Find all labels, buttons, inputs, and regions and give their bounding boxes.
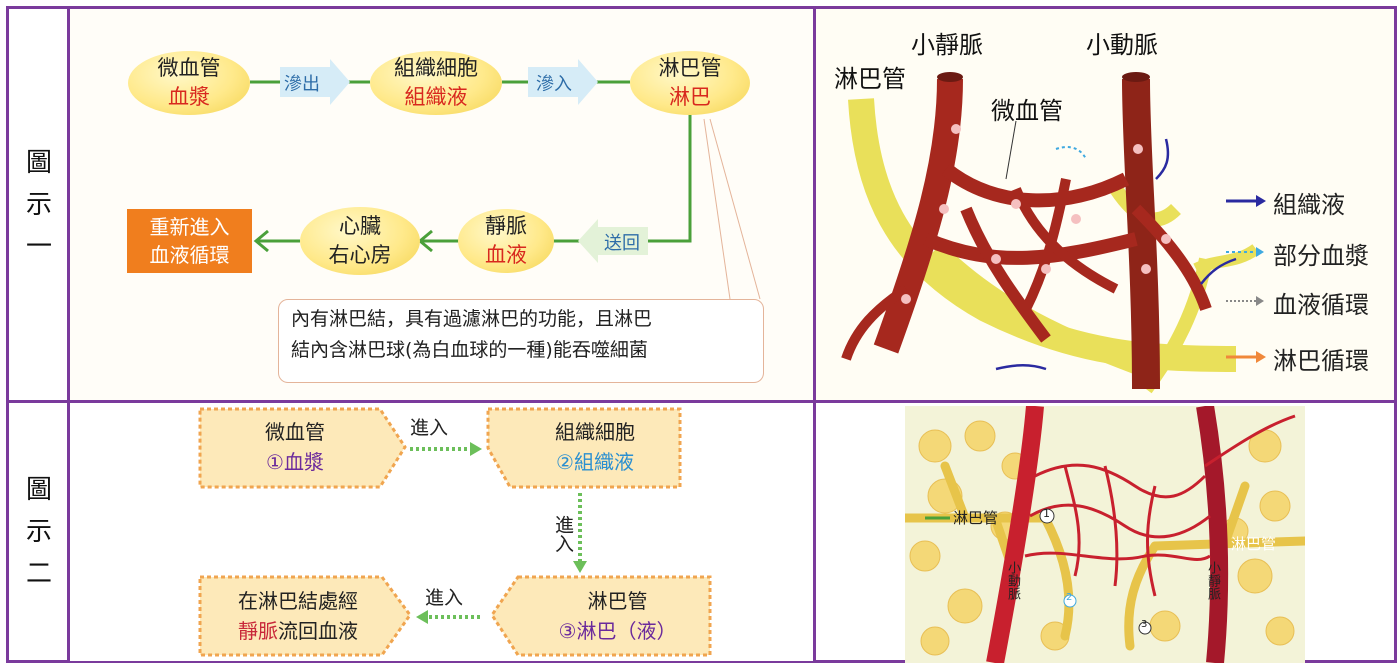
legend-tissue-fluid: 組織液 [1273, 191, 1345, 219]
fig2-flow-shapes [198, 407, 712, 657]
fig2-illustration-panel: 淋巴管 淋巴管 小動脈 小靜脈 1 2 3 [905, 406, 1305, 663]
lymph-node-return-box: 在淋巴結處經 靜脈流回血液 [208, 586, 388, 646]
marker-3: 3 [1141, 619, 1148, 630]
row-label-char: 圖 [25, 147, 52, 178]
box-title: 微血管 [265, 420, 325, 444]
box-title: 組織細胞 [555, 420, 635, 444]
box-sub: ②組織液 [556, 450, 634, 474]
grid-divider-col2 [813, 6, 816, 663]
box-line: 血液循環 [149, 243, 230, 267]
box-sub: ③淋巴（液） [558, 619, 677, 643]
node-title: 微血管 [157, 56, 221, 80]
grid-divider-row [6, 400, 1397, 403]
grid-divider-col1 [67, 6, 70, 663]
capillary-node: 微血管 血漿 [128, 51, 250, 115]
box-title: 淋巴管 [587, 589, 648, 613]
fig2-artery-label: 小動脈 [1005, 561, 1020, 600]
legend-partial-plasma: 部分血漿 [1273, 242, 1369, 270]
node-title: 心臟 [339, 214, 381, 238]
tissue-cell-box: 組織細胞 ②組織液 [510, 417, 680, 477]
fig1-flow-panel: 滲出 滲入 送回 微血管 血漿 組織細胞 組織液 淋巴管 淋巴 靜脈 血液 心臟… [70, 9, 813, 400]
flow-label-return: 送回 [604, 233, 640, 254]
box-line2: 靜脈流回血液 [208, 616, 388, 646]
vein-node: 靜脈 血液 [458, 209, 554, 273]
legend-lymph-circulation: 淋巴循環 [1273, 347, 1369, 375]
box-line: 在淋巴結處經 [238, 589, 358, 613]
lymph-vessel-node: 淋巴管 淋巴 [630, 51, 750, 115]
tissue-cells-illustration [905, 406, 1305, 663]
fig1-flow-lines [250, 59, 761, 300]
box-sub: ①血漿 [266, 450, 324, 474]
box-line2-rest: 流回血液 [278, 619, 358, 643]
arrow-label-enter-3: 進入 [425, 587, 464, 609]
small-vein-label: 小靜脈 [911, 31, 983, 59]
heart-node: 心臟 右心房 [300, 207, 420, 275]
small-artery-label: 小動脈 [1086, 31, 1158, 59]
figure-table [6, 6, 1397, 663]
node-title: 組織細胞 [394, 56, 478, 80]
lymph-node-note: 內有淋巴結，具有過濾淋巴的功能，且淋巴 結內含淋巴球(為白血球的一種)能吞噬細菌 [278, 299, 764, 383]
fig2-flow-panel: 微血管 ①血漿 進入 組織細胞 ②組織液 進入 淋巴管 ③淋巴（液） 進入 在淋… [70, 403, 813, 661]
node-sub: 右心房 [328, 243, 392, 267]
node-sub: 組織液 [404, 85, 468, 109]
node-title: 淋巴管 [658, 56, 722, 80]
row-label-char: 示 [25, 189, 52, 220]
capillary-network-illustration [841, 72, 1266, 394]
node-sub: 血液 [485, 243, 527, 267]
flow-label-enter: 滲入 [536, 74, 572, 95]
row-label-char: 圖 [25, 475, 52, 505]
row-label-char: 二 [25, 559, 52, 589]
legend-blood-circulation: 血液循環 [1273, 291, 1369, 319]
arrow-label-enter-2: 進入 [552, 515, 574, 553]
tissue-cell-node: 組織細胞 組織液 [370, 51, 502, 115]
marker-2: 2 [1066, 592, 1073, 603]
capillary-label: 微血管 [991, 97, 1063, 125]
lymph-vessel-label: 淋巴管 [834, 65, 906, 93]
node-sub: 淋巴 [669, 85, 711, 109]
reenter-circulation-box: 重新進入 血液循環 [127, 209, 252, 273]
flow-label-exude: 滲出 [284, 74, 320, 95]
box-line: 重新進入 [149, 215, 230, 239]
arrow-label-enter-1: 進入 [410, 417, 449, 439]
lymph-vessel-box: 淋巴管 ③淋巴（液） [530, 586, 705, 646]
row-label-fig1: 圖 示 一 [10, 9, 68, 400]
fig2-vein-label: 小靜脈 [1205, 561, 1220, 600]
node-title: 靜脈 [485, 214, 527, 238]
fig2-lymph-right-label: 淋巴管 [1231, 535, 1277, 553]
note-line: 內有淋巴結，具有過濾淋巴的功能，且淋巴 [291, 308, 653, 330]
row-label-char: 示 [25, 517, 52, 547]
fig2-lymph-left-label: 淋巴管 [953, 509, 999, 527]
row-label-fig2: 圖 示 二 [10, 403, 68, 661]
marker-1: 1 [1043, 507, 1050, 520]
capillary-box: 微血管 ①血漿 [210, 417, 380, 477]
node-sub: 血漿 [168, 85, 210, 109]
vein-highlight: 靜脈 [238, 619, 278, 643]
note-line: 結內含淋巴球(為白血球的一種)能吞噬細菌 [291, 339, 648, 361]
row-label-char: 一 [25, 231, 52, 262]
fig1-illustration-panel: 淋巴管 小靜脈 小動脈 微血管 組織液 部分血漿 血液循環 淋巴循環 [816, 9, 1394, 400]
